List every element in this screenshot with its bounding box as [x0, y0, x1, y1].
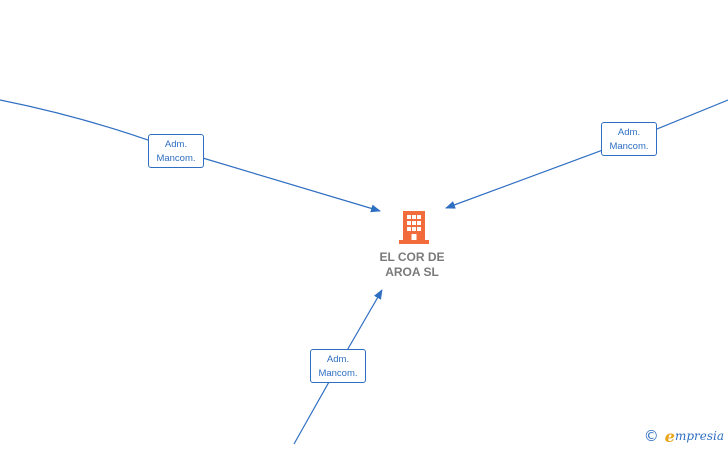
edge-label-line2: Mancom. — [156, 153, 196, 164]
edge-label-top-left[interactable]: Adm. Mancom. — [148, 134, 204, 168]
brand-logo-letter: e — [664, 426, 675, 446]
edge-label-line2: Mancom. — [318, 368, 358, 379]
company-name-line2: AROA SL — [385, 265, 439, 279]
empresia-logo: e mpresia — [665, 427, 724, 446]
edge-label-bottom[interactable]: Adm. Mancom. — [310, 349, 366, 383]
edge-label-line1: Adm. — [617, 127, 641, 138]
edge-label-line2: Mancom. — [609, 141, 649, 152]
edge-label-line1: Adm. — [326, 354, 350, 365]
copyright-icon: © — [643, 427, 659, 445]
footer-brand: © e mpresia — [643, 427, 724, 446]
brand-logo-text: mpresia — [674, 429, 724, 443]
company-name[interactable]: EL COR DE AROA SL — [362, 250, 462, 280]
edge-label-line1: Adm. — [164, 139, 188, 150]
building-icon[interactable] — [399, 209, 429, 245]
company-name-line1: EL COR DE — [379, 250, 445, 264]
edge-line-top-right — [445, 99, 728, 209]
edge-label-top-right[interactable]: Adm. Mancom. — [601, 122, 657, 156]
